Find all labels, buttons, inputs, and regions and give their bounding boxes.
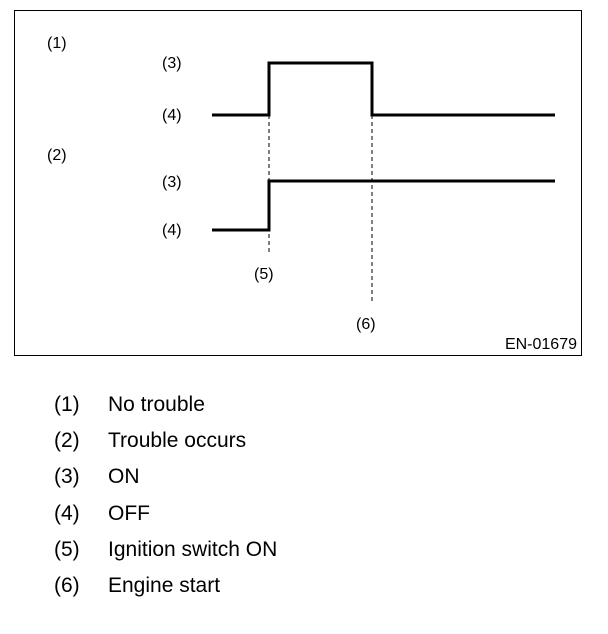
legend-item-text: Ignition switch ON	[108, 537, 278, 561]
legend-item-number: (4)	[54, 501, 80, 525]
legend-item-text: OFF	[108, 501, 150, 525]
legend-item-number: (5)	[54, 537, 80, 561]
waveform-no-trouble	[212, 61, 555, 117]
diagram-frame	[14, 10, 582, 356]
panel-1-off-label: (4)	[162, 107, 182, 124]
legend-item: (4) OFF	[54, 499, 277, 535]
panel-2-off-label: (4)	[162, 222, 182, 239]
marker-5-label: (5)	[254, 266, 274, 283]
legend-item-number: (6)	[54, 573, 80, 597]
legend-list: (1) No trouble (2) Trouble occurs (3) ON (4…	[54, 390, 277, 607]
panel-1-on-label: (3)	[162, 55, 182, 72]
legend-item: (6) Engine start	[54, 571, 277, 607]
timing-diagram: (1) (2) (3) (4) (3) (4) (5) (6) EN-01679	[47, 35, 577, 353]
legend-item: (3) ON	[54, 462, 277, 498]
legend-item-text: Engine start	[108, 573, 221, 597]
legend-item-number: (1)	[54, 393, 80, 416]
figure-code: EN-01679	[505, 336, 577, 353]
marker-6-label: (6)	[356, 316, 376, 333]
legend-item-number: (3)	[54, 465, 80, 489]
legend-item-text: ON	[108, 465, 140, 489]
legend-item: (2) Trouble occurs	[54, 426, 277, 462]
panel-2-label: (2)	[47, 147, 67, 164]
legend-item-number: (2)	[54, 429, 80, 453]
legend-item-text: No trouble	[108, 393, 205, 416]
legend-item: (5) Ignition switch ON	[54, 535, 277, 571]
waveform-trouble-occurs	[212, 179, 555, 232]
panel-2-on-label: (3)	[162, 174, 182, 191]
panel-1-label: (1)	[47, 35, 67, 52]
legend-item-text: Trouble occurs	[108, 429, 247, 453]
legend-item: (1) No trouble	[54, 390, 277, 426]
